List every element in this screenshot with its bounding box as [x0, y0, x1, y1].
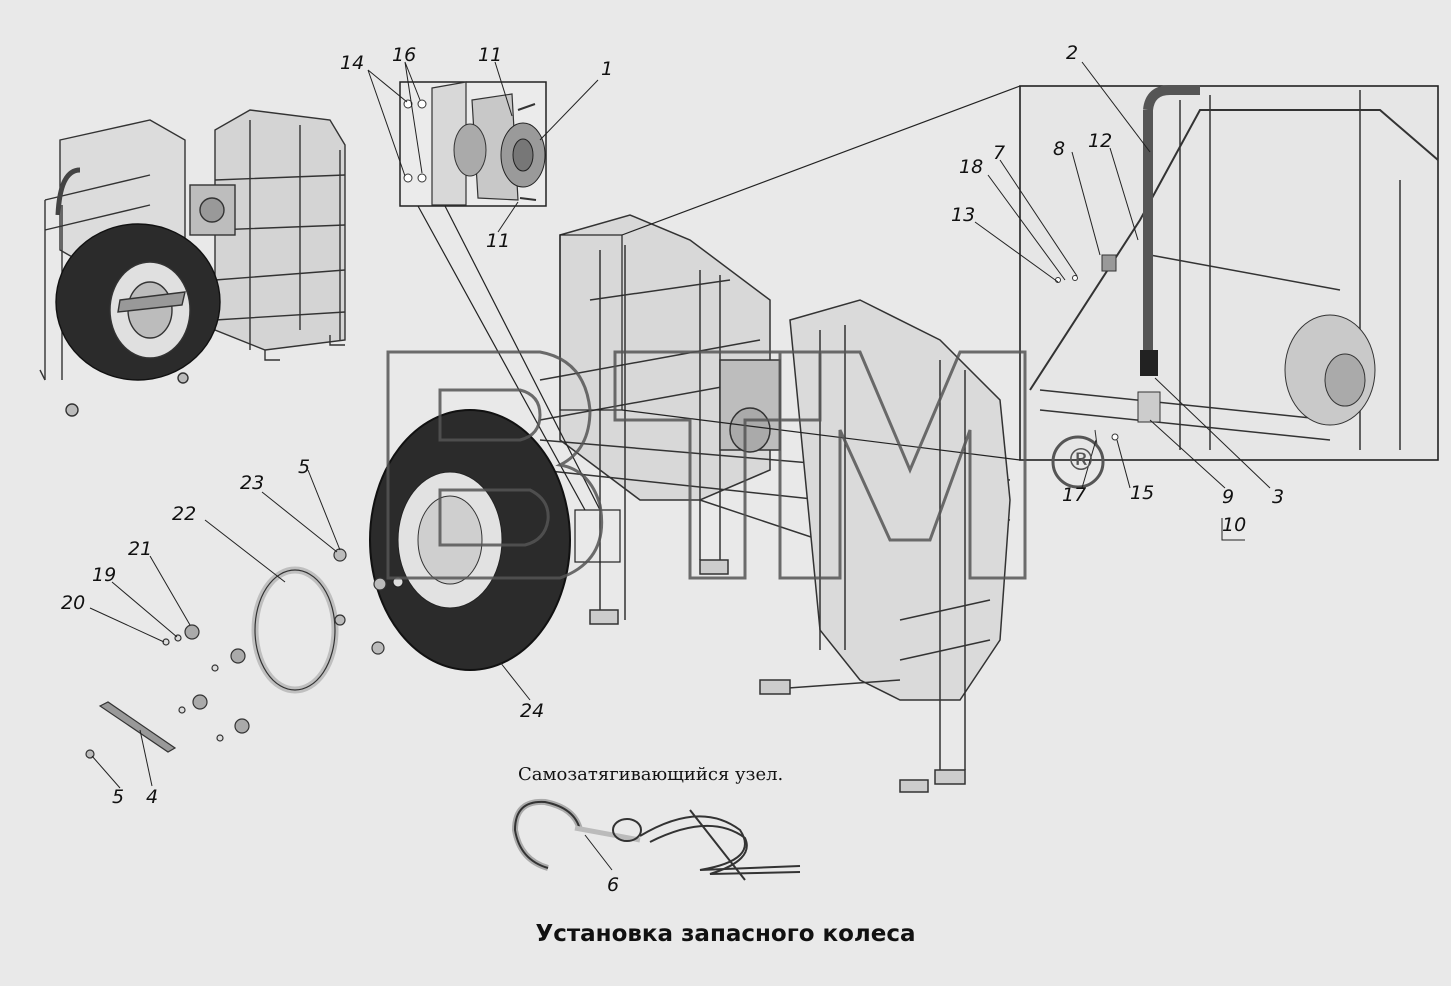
callout-20: 20 [61, 592, 86, 614]
callout-23: 23 [240, 472, 265, 494]
callout-22: 22 [172, 503, 197, 525]
overview-assembly [39, 109, 346, 417]
detail-inset-bracket [1019, 85, 1439, 461]
exploded-hub-parts [85, 548, 387, 759]
callout-4: 4 [146, 786, 159, 808]
callout-16: 16 [392, 44, 417, 66]
watermark-logo [386, 350, 1027, 580]
spare-wheel [369, 409, 571, 671]
callout-9: 9 [1222, 486, 1235, 508]
callout-15: 15 [1130, 482, 1155, 504]
page-title: Установка запасного колеса [535, 921, 916, 947]
callout-21: 21 [128, 538, 153, 560]
callout-24: 24 [520, 700, 545, 722]
callout-13: 13 [951, 204, 976, 226]
leader-lines [89, 61, 1271, 871]
inset-connector-lines [417, 85, 1021, 511]
registered-symbol: ® [1066, 443, 1096, 478]
callout-11-top: 11 [478, 44, 503, 66]
callout-17: 17 [1062, 484, 1087, 506]
detail-inset-winch [399, 81, 547, 207]
callout-1: 1 [601, 58, 614, 80]
callout-8: 8 [1053, 138, 1066, 160]
callout-18: 18 [959, 156, 984, 178]
callout-2: 2 [1066, 42, 1079, 64]
callout-10: 10 [1222, 514, 1247, 536]
knot-caption: Самозатягивающийся узел. [518, 764, 784, 785]
callout-3: 3 [1272, 486, 1285, 508]
callout-14: 14 [340, 52, 365, 74]
callout-5-top: 5 [298, 456, 311, 478]
callout-12: 12 [1088, 130, 1113, 152]
main-frame-assembly [539, 214, 1011, 793]
registered-mark [1051, 435, 1105, 489]
callout-7: 7 [993, 142, 1006, 164]
callout-11-bottom: 11 [486, 230, 511, 252]
hook-knot-detail [511, 798, 801, 881]
callout-5-bottom: 5 [112, 786, 125, 808]
callout-19: 19 [92, 564, 117, 586]
callout-6: 6 [607, 874, 620, 896]
